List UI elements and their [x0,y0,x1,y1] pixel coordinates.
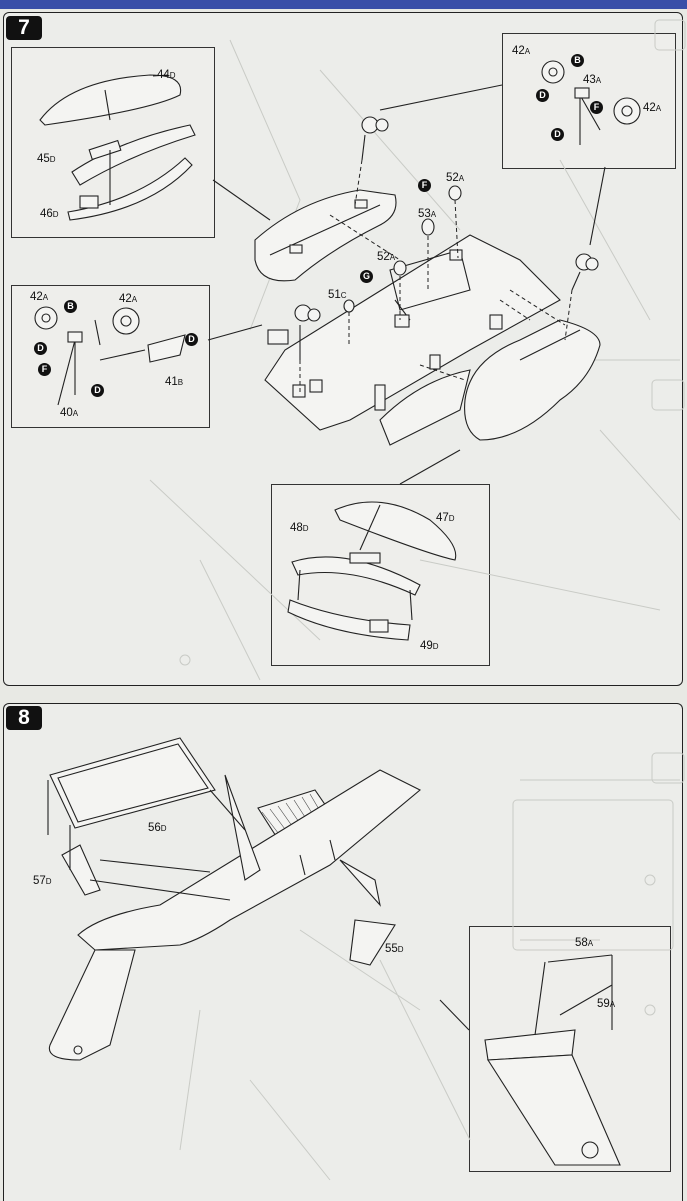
callout-b-left: B [64,300,77,313]
callout-d-left3: D [185,333,198,346]
sprue-letter: C [340,291,347,300]
part-number: 51 [328,289,341,301]
sprue-letter: D [432,642,439,651]
label-42a-l1: 42A [30,291,48,304]
part-number: 52 [377,251,390,263]
part-number: 42 [512,45,525,57]
main-nacelle-left [254,189,397,282]
label-45d: 45D [37,153,56,166]
part-number: 41 [165,376,178,388]
label-59a: 59A [597,998,615,1011]
nacelle-cover-parts-tl [39,74,196,221]
step-8-badge: 8 [6,706,42,730]
sprue-letter: A [458,174,465,183]
part-number: 45 [37,153,50,165]
part-number: 42 [119,293,132,305]
sprue-letter: B [177,378,184,387]
label-47d: 47D [436,512,455,525]
label-55d: 55D [385,943,404,956]
sprue-letter: D [169,71,176,80]
label-42a-l2: 42A [119,293,137,306]
callout-g-mid: G [360,270,373,283]
part-number: 43 [583,74,596,86]
callout-f-mid: F [418,179,431,192]
label-41b: 41B [165,376,183,389]
label-51c: 51C [328,289,347,302]
assembly-guide-lines [299,159,573,395]
label-42a-tr2: 42A [643,102,661,115]
part-number: 59 [597,998,610,1010]
part-number: 57 [33,875,46,887]
part-number: 52 [446,172,459,184]
callout-d-tr2: D [551,128,564,141]
sprue-letter: A [389,253,396,262]
label-40a: 40A [60,407,78,420]
part-number: 44 [157,69,170,81]
label-42a-tr1: 42A [512,45,530,58]
part-number: 53 [418,208,431,220]
tail-inset-leader [439,999,470,1031]
gear-parts-tr [541,60,641,145]
callout-f-tr: F [590,101,603,114]
fuselage-tail [48,769,421,1061]
small-parts-52-53 [343,185,462,313]
label-49d: 49D [420,640,439,653]
part-number: 58 [575,937,588,949]
sprue-letter: D [448,514,455,523]
part-number: 42 [30,291,43,303]
sprue-letter: D [160,824,167,833]
inset-top-right [502,33,676,169]
callout-d-tr1: D [536,89,549,102]
label-46d: 46D [40,208,59,221]
sprue-letter: A [609,1000,616,1009]
step-7-badge: 7 [6,16,42,40]
label-43a: 43A [583,74,601,87]
part-number: 55 [385,943,398,955]
main-gear-wheels [294,116,599,360]
canopy-part-56 [49,737,216,829]
label-52a-2: 52A [377,251,395,264]
sprue-letter: A [587,939,594,948]
sprue-letter: A [655,104,662,113]
label-44d: 44D [157,69,176,82]
label-57d: 57D [33,875,52,888]
sprue-letter: D [52,210,59,219]
callout-d-left1: D [34,342,47,355]
part-number: 56 [148,822,161,834]
part-number: 48 [290,522,303,534]
label-56d: 56D [148,822,167,835]
strut-part-57 [61,844,101,896]
part-number: 40 [60,407,73,419]
gear-parts-left [34,306,186,406]
sprue-letter: A [595,76,602,85]
part-number: 42 [643,102,656,114]
callout-d-left2: D [91,384,104,397]
sprue-letter: A [72,409,79,418]
label-52a-1: 52A [446,172,464,185]
callout-b-tr: B [571,54,584,67]
callout-f-left: F [38,363,51,376]
sprue-letter: A [42,293,49,302]
part-number: 47 [436,512,449,524]
sprue-letter: D [49,155,56,164]
main-nacelle-right [379,319,601,446]
label-58a: 58A [575,937,593,950]
nacelle-cover-parts-bottom [287,501,457,641]
tail-detail-parts [484,954,621,1166]
step8-assembly-lines [47,780,336,901]
part-number: 49 [420,640,433,652]
sprue-letter: A [430,210,437,219]
sprue-letter: D [397,945,404,954]
background-ghost-drawing [149,19,686,1181]
header-stripe [0,0,687,9]
part-number: 46 [40,208,53,220]
sprue-letter: D [302,524,309,533]
inset-leader-lines [207,84,606,485]
sprue-letter: A [524,47,531,56]
label-53a: 53A [418,208,436,221]
sprue-letter: D [45,877,52,886]
label-48d: 48D [290,522,309,535]
sprue-letter: A [131,295,138,304]
